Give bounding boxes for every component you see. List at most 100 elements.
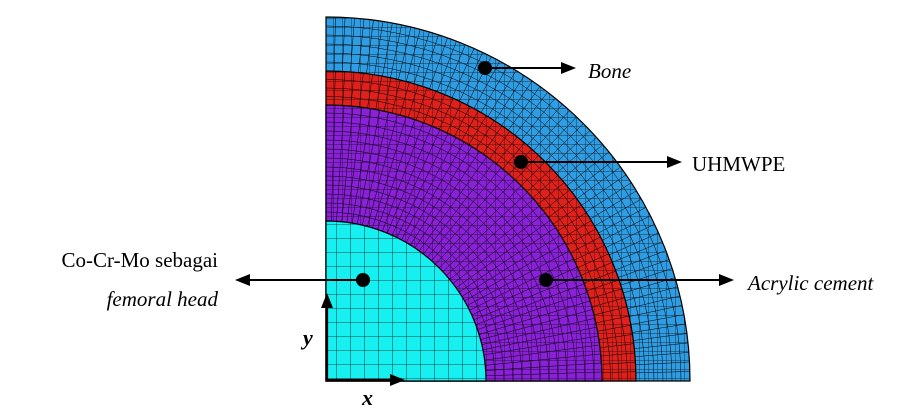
mesh-radial xyxy=(431,94,445,127)
uhmwpe-arrow-head xyxy=(667,156,682,168)
mesh-radial xyxy=(537,182,565,205)
mesh-radial xyxy=(487,70,517,117)
mesh-radial xyxy=(372,116,407,228)
mesh-radial xyxy=(620,268,673,286)
mesh-radial xyxy=(548,197,576,218)
mesh-radial xyxy=(410,146,472,246)
mesh-radial xyxy=(571,159,615,193)
bone-arrow-head xyxy=(561,62,576,74)
mesh-radial xyxy=(449,205,540,280)
mesh-radial xyxy=(330,105,336,222)
mesh-radial xyxy=(485,353,601,366)
mesh-radial xyxy=(341,106,354,222)
mesh-radial xyxy=(581,174,627,206)
mesh-radial xyxy=(482,125,503,154)
mesh-radial xyxy=(382,122,424,232)
mesh-radial xyxy=(399,82,410,116)
callout-acrylic: Acrylic cement xyxy=(539,271,875,295)
mesh-radial xyxy=(586,279,620,292)
mesh-radial xyxy=(615,250,666,271)
callout-bone: Bone xyxy=(478,59,631,83)
mesh-radial xyxy=(502,142,525,170)
mesh-radial xyxy=(342,71,345,106)
mesh-radial xyxy=(635,371,690,374)
mesh-radial xyxy=(442,192,528,272)
mesh-radial xyxy=(446,102,462,133)
x-axis-arrow-head xyxy=(390,374,405,386)
mesh-radial xyxy=(479,300,591,335)
mesh-radial xyxy=(527,104,563,146)
mesh-radial xyxy=(375,76,383,110)
mesh-radial xyxy=(386,125,432,234)
mesh-radial xyxy=(398,26,412,80)
mesh-radial xyxy=(413,31,430,84)
mesh-radial xyxy=(508,86,541,131)
mesh-radial xyxy=(489,131,510,159)
mesh-radial xyxy=(427,167,502,258)
mesh-radial xyxy=(481,318,595,345)
mesh-radial xyxy=(635,352,689,357)
mesh-radial xyxy=(473,275,582,321)
mesh-radial xyxy=(598,207,647,234)
mesh-radial xyxy=(514,92,548,136)
mesh-radial xyxy=(585,182,632,213)
mesh-radial xyxy=(520,161,546,187)
mesh-radial xyxy=(609,232,659,256)
mesh-radial xyxy=(482,326,597,351)
y-axis-arrow-head xyxy=(321,293,333,308)
mesh-radial xyxy=(333,17,336,72)
mesh-radial xyxy=(436,41,457,92)
mesh-radial xyxy=(351,108,372,224)
mesh-radial xyxy=(438,185,522,269)
mesh-radial xyxy=(562,220,592,239)
mesh-radial xyxy=(520,97,556,141)
mesh-radial xyxy=(576,166,621,199)
mesh-radial xyxy=(494,75,525,122)
mesh-radial xyxy=(501,80,533,126)
mesh-radial xyxy=(605,224,655,248)
coordinate-axes: y x xyxy=(300,293,405,410)
mesh-radial xyxy=(382,23,393,77)
uhmwpe-label: UHMWPE xyxy=(692,152,785,176)
mesh-radial xyxy=(350,18,355,72)
mesh-radial xyxy=(362,112,389,226)
mesh-radial xyxy=(594,198,642,227)
mesh-radial xyxy=(595,315,630,324)
mesh-radial xyxy=(461,110,479,141)
mesh-radial xyxy=(377,119,415,230)
mesh-radial xyxy=(396,133,449,238)
mesh-radial xyxy=(577,253,609,268)
mesh-radial xyxy=(401,137,457,241)
mesh-radial xyxy=(459,52,483,102)
mesh-radial xyxy=(632,323,686,333)
mesh-radial xyxy=(483,335,599,356)
head-arrow-head xyxy=(235,274,250,286)
mesh-radial xyxy=(366,20,374,74)
mesh-radial xyxy=(359,73,364,108)
mesh-radial xyxy=(480,309,593,340)
mesh-radial xyxy=(336,105,345,222)
mesh-radial xyxy=(484,344,600,361)
mesh-radial xyxy=(423,161,495,255)
mesh-radial xyxy=(475,120,495,150)
mesh-radial xyxy=(580,262,613,276)
mesh-radial xyxy=(601,362,636,365)
mesh-radial xyxy=(461,235,561,297)
mesh-radial xyxy=(612,241,663,263)
acrylic-label: Acrylic cement xyxy=(746,271,875,295)
mesh-radial xyxy=(429,37,448,89)
mesh-radial xyxy=(455,220,551,289)
mesh-radial xyxy=(590,190,637,220)
callout-femoral-head: Co-Cr-Mo sebagai femoral head xyxy=(62,248,370,311)
mesh-radial xyxy=(475,283,585,325)
mesh-radial xyxy=(634,342,689,349)
mesh-radial xyxy=(629,305,683,317)
mesh-radial xyxy=(533,110,570,151)
mesh-radial xyxy=(526,168,552,193)
mesh-radial xyxy=(545,123,584,162)
mesh-radial xyxy=(566,151,610,187)
mesh-radial xyxy=(471,266,578,316)
mesh-radial xyxy=(423,91,437,124)
mesh-radial xyxy=(477,292,588,330)
